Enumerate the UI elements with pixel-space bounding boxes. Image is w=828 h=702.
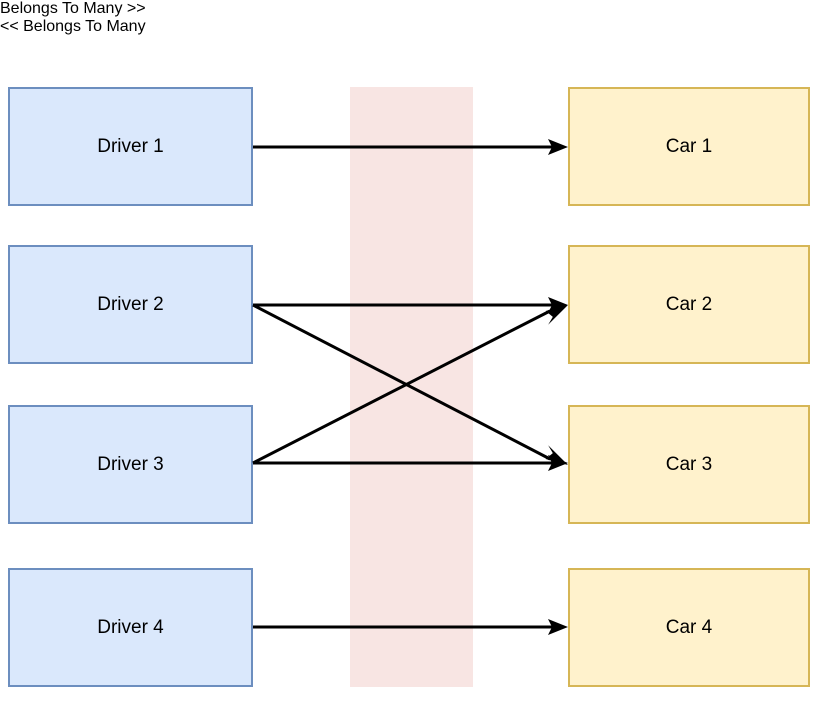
node-driver-2[interactable]: Driver 2 (8, 245, 253, 364)
node-car-2-label: Car 2 (665, 294, 713, 315)
node-driver-1-label: Driver 1 (97, 136, 164, 157)
left-relationship-label: Belongs To Many >> (0, 0, 146, 17)
node-car-4-label: Car 4 (665, 617, 713, 638)
join-table-band (350, 87, 473, 687)
node-car-3-label: Car 3 (665, 454, 713, 475)
node-car-1[interactable]: Car 1 (568, 87, 810, 206)
node-car-4[interactable]: Car 4 (568, 568, 810, 687)
node-driver-3[interactable]: Driver 3 (8, 405, 253, 524)
node-driver-3-label: Driver 3 (97, 454, 164, 475)
right-relationship-label: << Belongs To Many (0, 18, 146, 35)
node-driver-4[interactable]: Driver 4 (8, 568, 253, 687)
node-driver-4-label: Driver 4 (97, 617, 164, 638)
node-car-3[interactable]: Car 3 (568, 405, 810, 524)
node-car-1-label: Car 1 (665, 136, 713, 157)
node-car-2[interactable]: Car 2 (568, 245, 810, 364)
node-driver-2-label: Driver 2 (97, 294, 164, 315)
node-driver-1[interactable]: Driver 1 (8, 87, 253, 206)
